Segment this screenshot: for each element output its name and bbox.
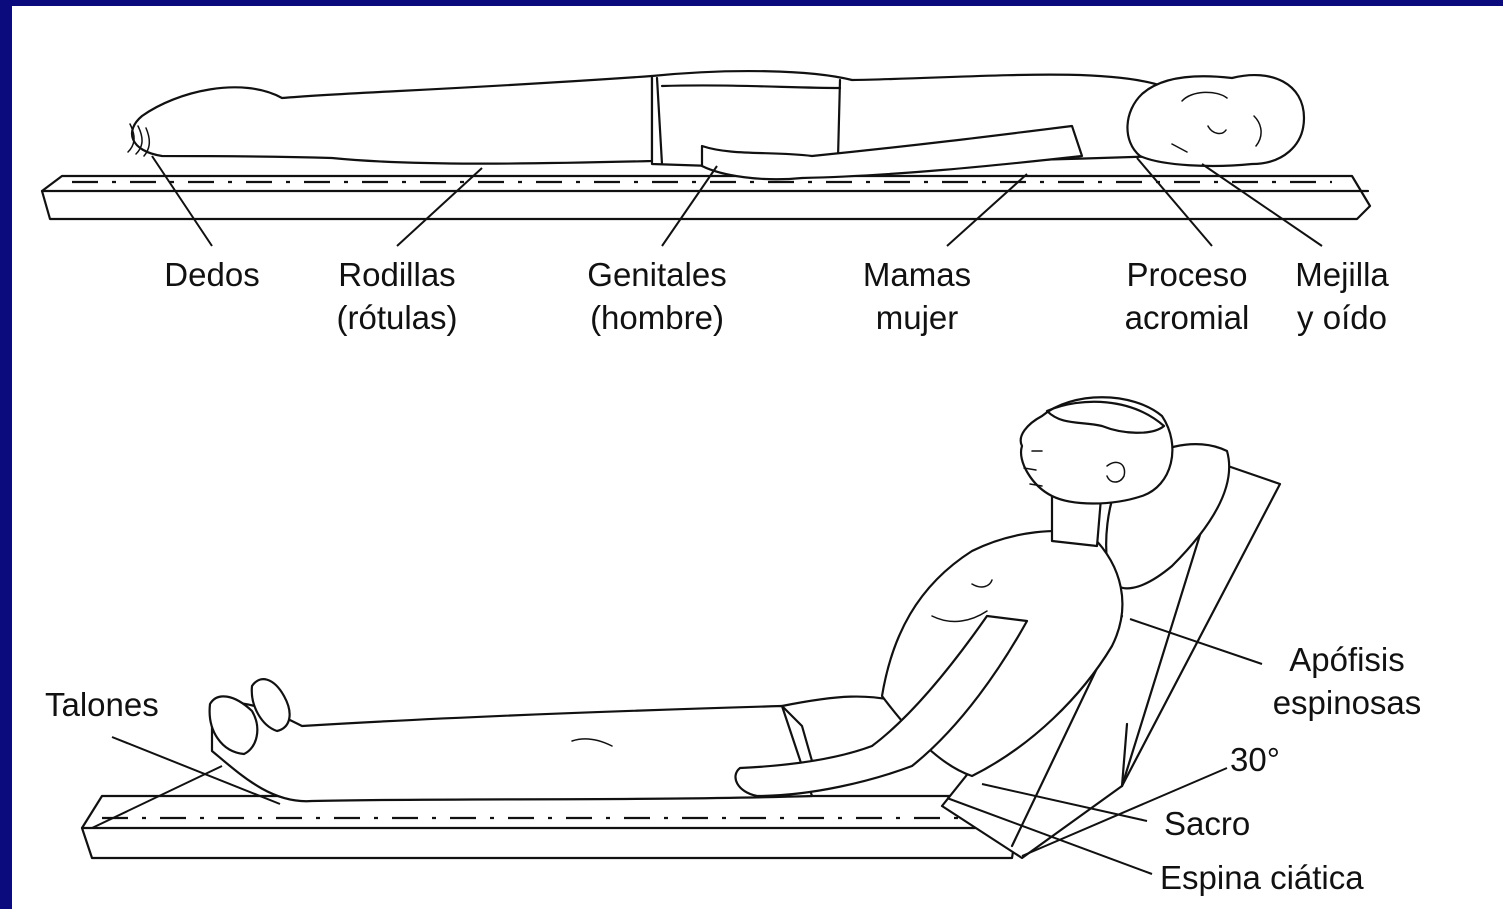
label-proceso-line2: acromial <box>1107 296 1267 339</box>
label-espina: Espina ciática <box>1160 856 1364 899</box>
fowler-mattress <box>82 796 1022 858</box>
label-genitales: Genitales (hombre) <box>567 253 747 339</box>
label-mamas-line1: Mamas <box>842 253 992 296</box>
label-apofisis-line2: espinosas <box>1252 681 1442 724</box>
fowler-body <box>210 397 1173 801</box>
prone-body <box>128 71 1304 179</box>
label-apofisis: Apófisis espinosas <box>1252 638 1442 724</box>
label-mamas: Mamas mujer <box>842 253 992 339</box>
label-genitales-line2: (hombre) <box>567 296 747 339</box>
label-angle: 30° <box>1230 738 1280 781</box>
label-mejilla-line2: y oído <box>1277 296 1407 339</box>
label-rodillas-line2: (rótulas) <box>312 296 482 339</box>
label-rodillas-line1: Rodillas <box>312 253 482 296</box>
label-angle-text: 30° <box>1230 741 1280 778</box>
label-proceso: Proceso acromial <box>1107 253 1267 339</box>
illustration-panel: Dedos Rodillas (rótulas) Genitales (homb… <box>12 6 1503 909</box>
label-mejilla: Mejilla y oído <box>1277 253 1407 339</box>
label-sacro-text: Sacro <box>1164 805 1250 842</box>
label-rodillas: Rodillas (rótulas) <box>312 253 482 339</box>
label-dedos: Dedos <box>152 253 272 296</box>
label-genitales-line1: Genitales <box>567 253 747 296</box>
label-talones: Talones <box>45 683 159 726</box>
label-sacro: Sacro <box>1164 802 1250 845</box>
label-mejilla-line1: Mejilla <box>1277 253 1407 296</box>
label-apofisis-line1: Apófisis <box>1252 638 1442 681</box>
label-talones-text: Talones <box>45 686 159 723</box>
label-dedos-text: Dedos <box>164 256 259 293</box>
label-mamas-line2: mujer <box>842 296 992 339</box>
label-espina-text: Espina ciática <box>1160 859 1364 896</box>
label-proceso-line1: Proceso <box>1107 253 1267 296</box>
